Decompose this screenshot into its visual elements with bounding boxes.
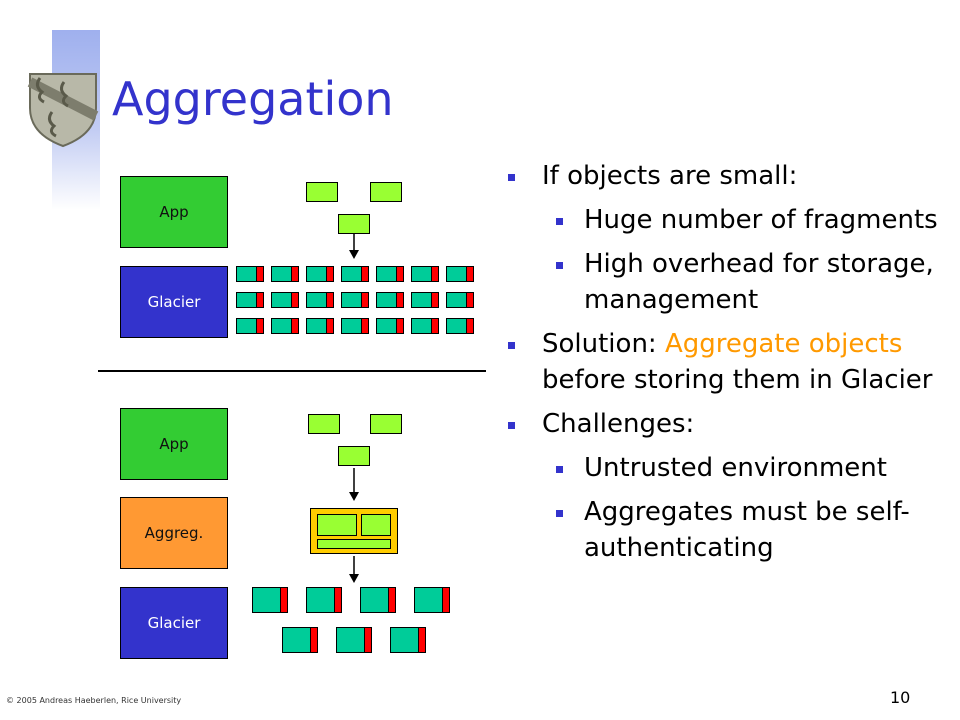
bullet-text: Challenges: — [542, 409, 695, 439]
fragment-block — [282, 627, 318, 653]
object-block — [306, 182, 338, 202]
down-arrow-icon — [349, 556, 359, 583]
fragment-block — [411, 292, 439, 308]
app-label-bottom: App — [159, 435, 189, 453]
sub-bullet-item: High overhead for storage, management — [508, 246, 938, 318]
aggregate-container — [310, 508, 398, 554]
fragment-block — [376, 318, 404, 334]
bullet-list: If objects are small: Huge number of fra… — [508, 158, 938, 574]
bullet-marker-icon — [556, 510, 563, 517]
slide-title: Aggregation — [112, 72, 394, 126]
aggregated-object — [317, 514, 357, 536]
app-label-top: App — [159, 203, 189, 221]
glacier-label-top: Glacier — [147, 293, 201, 311]
object-block — [370, 182, 402, 202]
bullet-marker-icon — [556, 218, 563, 225]
bullet-item: Challenges: — [508, 406, 938, 442]
fragment-block — [411, 266, 439, 282]
bullet-marker-icon — [508, 342, 515, 349]
fragment-block — [271, 266, 299, 282]
fragment-block — [306, 587, 342, 613]
sub-bullet-item: Aggregates must be self-authenticating — [508, 494, 938, 566]
bullet-text: before storing them in Glacier — [542, 365, 933, 395]
fragment-block — [341, 292, 369, 308]
bullet-text: Untrusted environment — [584, 453, 887, 483]
sub-bullet-item: Untrusted environment — [508, 450, 938, 486]
bullet-text: Solution: — [542, 329, 665, 359]
aggreg-box: Aggreg. — [120, 497, 228, 569]
bullet-text: Huge number of fragments — [584, 205, 938, 235]
bullet-item: Solution: Aggregate objects before stori… — [508, 326, 938, 398]
down-arrow-icon — [349, 468, 359, 501]
fragment-block — [252, 587, 288, 613]
glacier-box-top: Glacier — [120, 266, 228, 338]
rice-shield-logo — [27, 73, 99, 148]
fragment-block — [306, 266, 334, 282]
bullet-text: High overhead for storage, management — [584, 249, 934, 315]
fragment-block — [271, 292, 299, 308]
app-box-top: App — [120, 176, 228, 248]
bullet-marker-icon — [508, 422, 515, 429]
fragment-block — [376, 266, 404, 282]
fragment-block — [414, 587, 450, 613]
fragment-block — [341, 266, 369, 282]
glacier-box-bottom: Glacier — [120, 587, 228, 659]
fragment-block — [411, 318, 439, 334]
sub-bullet-item: Huge number of fragments — [508, 202, 938, 238]
glacier-label-bottom: Glacier — [147, 614, 201, 632]
aggregated-object — [361, 514, 391, 536]
object-block — [370, 414, 402, 434]
object-block — [338, 446, 370, 466]
fragment-block — [236, 266, 264, 282]
bullet-text: If objects are small: — [542, 161, 798, 191]
page-number: 10 — [890, 688, 911, 707]
fragment-block — [376, 292, 404, 308]
object-block — [308, 414, 340, 434]
fragment-block — [306, 292, 334, 308]
fragment-block — [236, 292, 264, 308]
fragment-block — [306, 318, 334, 334]
bullet-marker-icon — [508, 174, 515, 181]
aggregated-object — [317, 539, 391, 549]
fragment-block — [446, 292, 474, 308]
down-arrow-icon — [349, 234, 359, 259]
bullet-marker-icon — [556, 466, 563, 473]
aggreg-label: Aggreg. — [144, 524, 204, 542]
highlighted-text: Aggregate objects — [664, 329, 903, 359]
object-block — [338, 214, 370, 234]
fragment-block — [446, 318, 474, 334]
copyright-footer: © 2005 Andreas Haeberlen, Rice Universit… — [6, 696, 182, 705]
section-divider — [98, 370, 486, 372]
fragment-block — [336, 627, 372, 653]
fragment-block — [341, 318, 369, 334]
fragment-block — [390, 627, 426, 653]
fragment-block — [271, 318, 299, 334]
fragment-block — [446, 266, 474, 282]
bullet-text: Aggregates must be self-authenticating — [584, 497, 910, 563]
fragment-block — [236, 318, 264, 334]
app-box-bottom: App — [120, 408, 228, 480]
fragment-block — [360, 587, 396, 613]
bullet-item: If objects are small: — [508, 158, 938, 194]
bullet-marker-icon — [556, 262, 563, 269]
